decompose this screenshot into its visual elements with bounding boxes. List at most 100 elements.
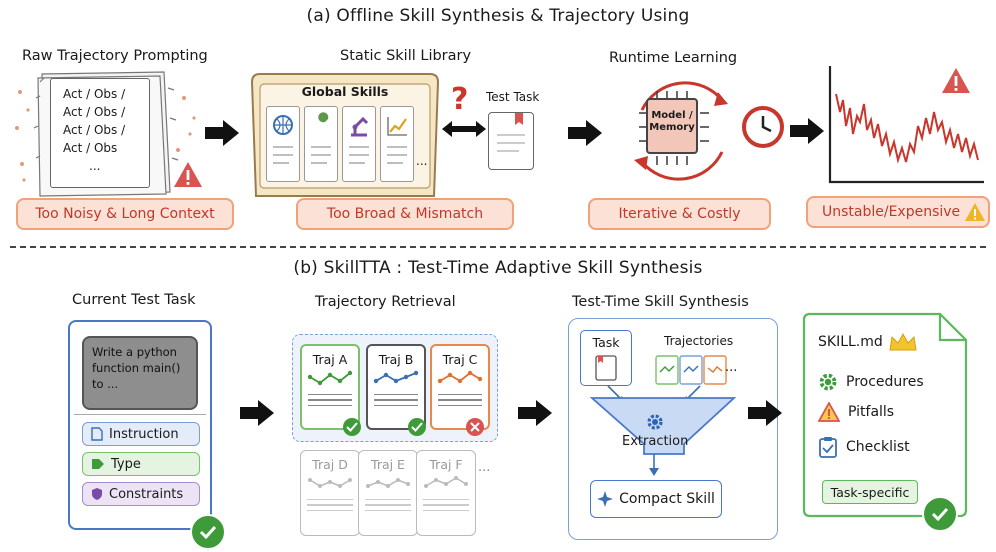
skill-card <box>304 106 338 182</box>
traj-card-d: Traj D <box>300 450 360 536</box>
noisy-context-pill: Too Noisy & Long Context <box>16 198 234 230</box>
task-doc-icon <box>595 355 617 381</box>
static-library-heading: Static Skill Library <box>340 48 472 64</box>
runtime-learning-heading: Runtime Learning <box>609 50 738 66</box>
tag-icon <box>92 459 104 469</box>
traj-card-b: Traj B <box>366 344 426 430</box>
gear-icon <box>819 373 837 391</box>
instruction-label: Instruction <box>109 426 179 442</box>
task-card: Task <box>580 330 632 386</box>
arrow-right-icon <box>518 400 552 426</box>
global-skills-board: Global Skills ... <box>250 70 440 198</box>
crown-icon <box>889 332 917 351</box>
raw-line: ... <box>89 159 101 173</box>
traj-label: Traj A <box>312 352 348 367</box>
task-specific-tag: Task-specific <box>822 480 918 504</box>
warning-icon <box>818 402 840 422</box>
sparkle-icon <box>597 491 614 507</box>
unstable-pill-label: Unstable/Expensive <box>822 204 961 220</box>
traj-card-a: Traj A <box>300 344 360 430</box>
more-mini-trajectories: ... <box>725 360 738 375</box>
check-badge-icon <box>190 514 226 550</box>
model-memory-chip-icon: Model / Memory <box>639 91 709 165</box>
skill-file-name: SKILL.md <box>818 334 883 350</box>
test-task-label: Test Task <box>486 90 540 104</box>
traj-label: Traj C <box>442 352 478 367</box>
double-arrow-icon <box>442 121 486 137</box>
raw-trajectory-sheet: Act / Obs / Act / Obs / Act / Obs / Act … <box>50 78 150 188</box>
type-field: Type <box>82 452 200 476</box>
mini-trajectories-icon <box>655 355 727 385</box>
skill-file-outline <box>802 312 968 518</box>
more-trajectories: ... <box>478 460 491 475</box>
cycle-arrows-icon <box>634 81 728 181</box>
trajectory-retrieval-heading: Trajectory Retrieval <box>315 294 456 310</box>
clipboard-icon <box>819 437 837 458</box>
warning-icon <box>174 162 202 187</box>
cross-badge-icon <box>466 418 484 436</box>
section-divider <box>10 246 986 248</box>
warning-icon <box>942 68 970 93</box>
check-badge-icon <box>408 418 426 436</box>
instruction-field: Instruction <box>82 422 200 446</box>
raw-trajectory-heading: Raw Trajectory Prompting <box>22 48 208 64</box>
part-b-title: (b) SkillTTA : Test-Time Adaptive Skill … <box>293 258 703 278</box>
traj-card-f: Traj F <box>416 450 476 536</box>
task-card-label: Task <box>592 335 620 350</box>
traj-label: Traj B <box>378 352 414 367</box>
more-skills: ... <box>416 154 428 168</box>
panel-divider <box>74 414 206 415</box>
chip-label: Model / Memory <box>649 110 695 133</box>
arrow-right-icon <box>240 400 274 426</box>
document-icon <box>91 427 103 441</box>
task-prompt-box: Write a python function main() to ... <box>82 336 198 410</box>
test-task-doc-icon <box>488 112 534 170</box>
traj-label: Traj E <box>371 457 405 472</box>
checklist-label: Checklist <box>846 439 910 455</box>
iterative-costly-pill: Iterative & Costly <box>588 198 771 230</box>
pitfalls-label: Pitfalls <box>848 404 895 420</box>
skill-card <box>266 106 300 182</box>
constraints-field: Constraints <box>82 482 200 506</box>
skill-synthesis-heading: Test-Time Skill Synthesis <box>572 294 749 310</box>
raw-line: Act / Obs / <box>63 123 126 137</box>
warning-icon <box>965 203 986 221</box>
arrow-right-icon <box>748 400 782 426</box>
clock-icon <box>742 106 784 148</box>
traj-label: Traj D <box>312 457 348 472</box>
checklist-item: Checklist <box>818 436 910 458</box>
funnel-arrows <box>589 385 737 476</box>
traj-label: Traj F <box>429 457 463 472</box>
global-skills-title: Global Skills <box>301 84 389 99</box>
gear-icon <box>647 414 663 430</box>
chart-icon <box>387 117 407 164</box>
trajectories-label: Trajectories <box>664 334 734 348</box>
wrench-icon <box>311 112 331 164</box>
part-a-title: (a) Offline Skill Synthesis & Trajectory… <box>306 6 690 26</box>
extraction-label: Extraction <box>622 434 689 449</box>
check-badge-icon <box>922 496 958 532</box>
raw-line: Act / Obs <box>63 141 118 155</box>
traj-card-e: Traj E <box>358 450 418 536</box>
arrow-right-icon <box>790 118 824 144</box>
traj-card-c: Traj C <box>430 344 490 430</box>
compact-skill-label: Compact Skill <box>619 491 715 507</box>
skill-card <box>380 106 414 182</box>
arrow-right-icon <box>568 120 602 146</box>
shield-icon <box>92 488 102 500</box>
current-task-heading: Current Test Task <box>72 292 196 308</box>
pitfalls-item: Pitfalls <box>818 402 894 422</box>
constraints-label: Constraints <box>109 486 184 502</box>
current-task-panel: Write a python function main() to ... In… <box>68 320 212 530</box>
raw-line: Act / Obs / <box>63 87 126 101</box>
compact-skill-box: Compact Skill <box>590 480 722 518</box>
procedures-label: Procedures <box>846 374 924 390</box>
unstable-expensive-pill: Unstable/Expensive <box>806 196 990 228</box>
raw-line: Act / Obs / <box>63 105 126 119</box>
broad-mismatch-pill: Too Broad & Mismatch <box>296 198 514 230</box>
unstable-curve-chart <box>828 66 984 184</box>
procedures-item: Procedures <box>818 372 924 392</box>
robot-arm-icon <box>349 116 369 164</box>
check-badge-icon <box>343 418 361 436</box>
skill-card <box>342 106 376 182</box>
